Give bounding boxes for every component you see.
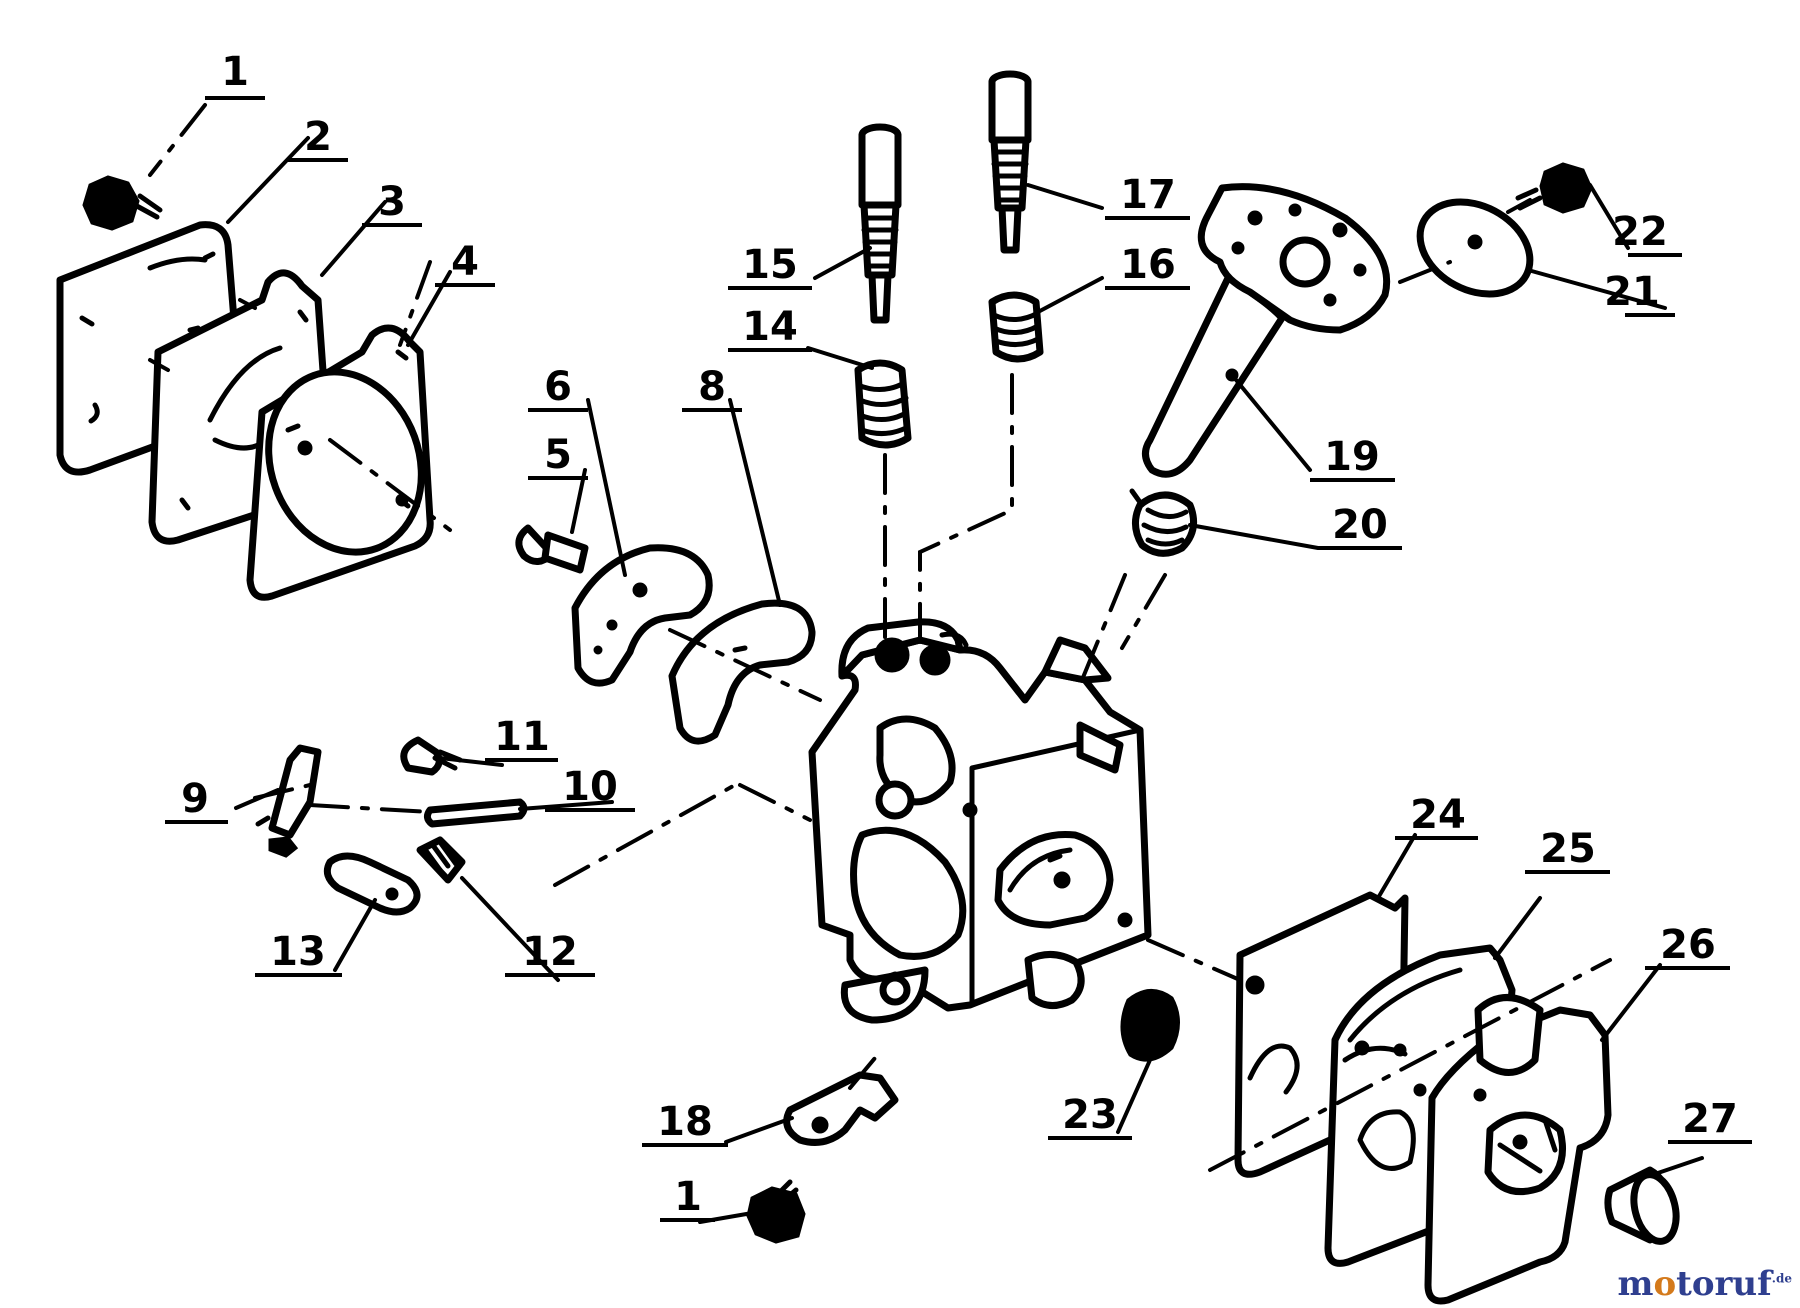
part-17-needle [988,70,1032,254]
callout-11: 11 [485,714,558,762]
part-13-inlet-lever [323,852,421,916]
part-1-screw-bottom [746,1179,806,1244]
part-21-throttle-plate [1416,198,1534,298]
part-26-pump-cover [1424,994,1612,1305]
svg-text:12: 12 [522,929,578,975]
svg-text:2: 2 [304,114,332,160]
callout-26: 26 [1645,922,1730,970]
part-16-spring [988,291,1044,363]
svg-text:18: 18 [657,1099,713,1145]
svg-text:23: 23 [1062,1092,1118,1138]
svg-text:22: 22 [1612,209,1668,255]
svg-text:9: 9 [181,776,209,822]
callout-16: 16 [1105,242,1190,290]
carburetor-body [808,618,1152,1024]
watermark-o: o [1653,1264,1677,1304]
part-11-clip [400,736,463,776]
callout-15: 15 [728,242,812,290]
svg-text:24: 24 [1410,792,1466,838]
part-12-spring [416,836,466,884]
callout-10: 10 [545,764,635,812]
callout-numbers: 1 2 3 4 5 6 8 9 [165,49,1752,1222]
svg-text:6: 6 [544,364,572,410]
callout-1-top: 1 [205,49,265,100]
callout-13: 13 [255,929,342,977]
part-15-needle [858,123,902,324]
part-1-screw-top [82,175,163,231]
part-4-diaphragm [246,324,434,601]
svg-text:19: 19 [1324,434,1380,480]
svg-text:20: 20 [1332,502,1388,548]
watermark-post: toruf [1676,1264,1772,1304]
watermark-sup: .de [1771,1271,1792,1286]
svg-text:16: 16 [1120,242,1176,288]
svg-text:17: 17 [1120,172,1176,218]
watermark-logo: motoruf.de [1617,1264,1792,1304]
svg-text:25: 25 [1540,826,1596,872]
leader-lines [226,136,1704,1224]
callout-23: 23 [1048,1092,1132,1140]
part-19-throttle-shaft [1142,183,1391,478]
part-23-filter-screen [1120,989,1180,1062]
callout-25: 25 [1525,826,1610,874]
svg-text:10: 10 [562,764,618,810]
svg-text:27: 27 [1682,1096,1738,1142]
part-9-lever [255,744,322,858]
svg-text:21: 21 [1604,269,1660,315]
part-22-screw [1515,162,1593,214]
svg-text:11: 11 [494,714,550,760]
svg-text:1: 1 [674,1174,702,1220]
svg-text:8: 8 [698,364,726,410]
svg-text:5: 5 [544,432,572,478]
svg-text:14: 14 [742,304,798,350]
callout-18: 18 [642,1099,728,1147]
svg-text:15: 15 [742,242,798,288]
callout-6: 6 [528,364,588,412]
callout-2: 2 [288,114,348,162]
watermark-pre: m [1617,1264,1654,1304]
callout-3: 3 [362,179,422,227]
callout-17: 17 [1105,172,1190,220]
callout-4: 4 [435,239,495,287]
callout-19: 19 [1310,434,1395,482]
part-20-spring [1129,488,1198,557]
svg-text:26: 26 [1660,922,1716,968]
part-18-bracket [783,1071,899,1146]
assembly-lines [148,103,1612,1172]
callout-20: 20 [1318,502,1402,550]
part-6-lever [571,544,713,687]
svg-text:3: 3 [378,179,406,225]
callout-24: 24 [1395,792,1478,840]
svg-text:1: 1 [221,49,249,95]
part-5-pin [515,524,589,574]
callout-14: 14 [728,304,812,352]
callout-1-bottom: 1 [660,1174,715,1222]
callout-12: 12 [505,929,595,977]
callout-27: 27 [1668,1096,1752,1144]
part-14-spring [854,359,912,449]
part-8-lever-gasket [668,599,816,745]
callout-21: 21 [1604,269,1675,317]
callout-5: 5 [528,432,588,480]
svg-text:4: 4 [451,239,479,285]
part-27-screw [1604,1166,1680,1245]
callout-9: 9 [165,776,228,824]
part-10-axle [423,798,528,828]
callout-8: 8 [682,364,742,412]
svg-text:13: 13 [270,929,326,975]
callout-22: 22 [1612,209,1682,257]
